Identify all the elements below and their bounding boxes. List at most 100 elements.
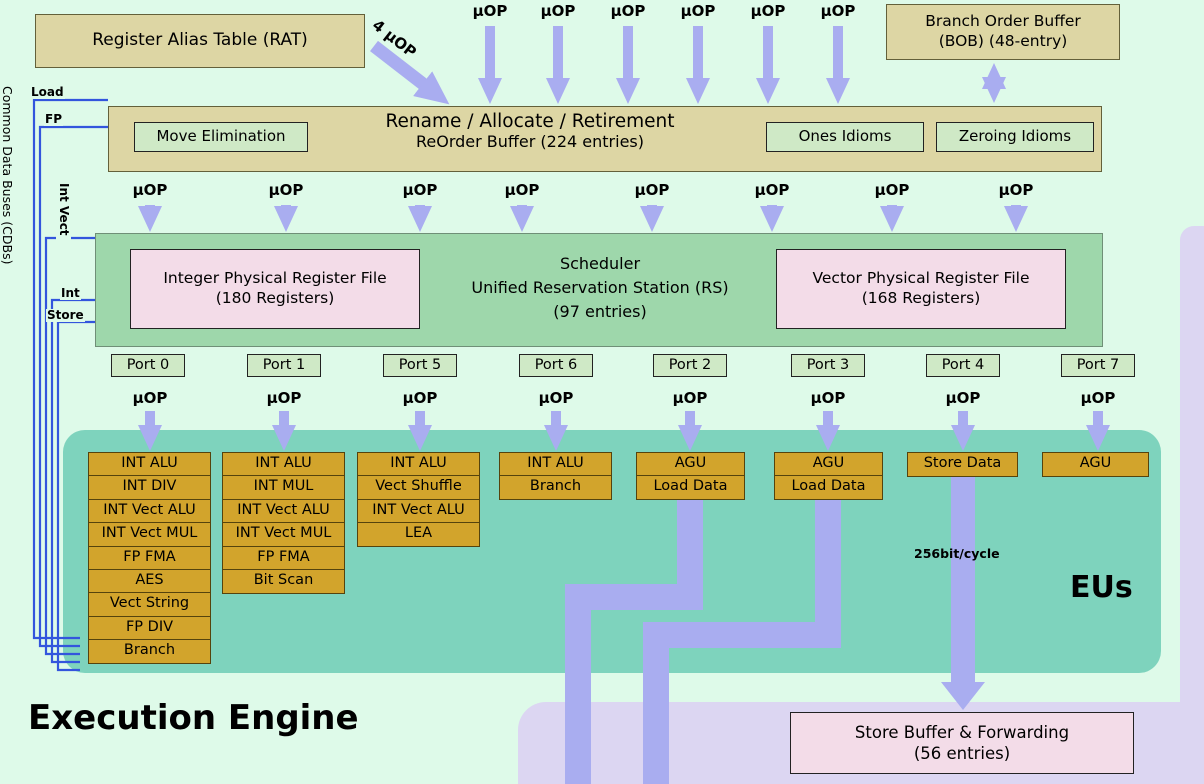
eu-column-port4: Store Data: [907, 452, 1018, 477]
int-prf-line2: (180 Registers): [215, 289, 335, 307]
uop-label-port: μOP: [810, 389, 846, 407]
bus-label-int: Int: [60, 286, 81, 301]
cdb-caption: Common Data Buses (CDBs): [0, 86, 15, 265]
execution-engine-title: Execution Engine: [28, 698, 359, 738]
store-bandwidth-label: 256bit/cycle: [914, 546, 1000, 561]
port-6: Port 6: [519, 354, 593, 377]
uop-label-top: μOP: [610, 2, 646, 20]
eu-column-port7: AGU: [1042, 452, 1149, 477]
eu-column-port2: AGU Load Data: [636, 452, 745, 501]
uop-label-top: μOP: [472, 2, 508, 20]
eu-unit: Store Data: [907, 452, 1018, 477]
port-5: Port 5: [383, 354, 457, 377]
eu-column-port6: INT ALU Branch: [499, 452, 612, 501]
zeroing-idioms-label: Zeroing Idioms: [958, 127, 1072, 146]
int-prf-line1: Integer Physical Register File: [163, 269, 387, 288]
ones-idioms: Ones Idioms: [766, 122, 924, 152]
eu-unit: INT ALU: [88, 452, 211, 477]
vector-physical-register-file: Vector Physical Register File (168 Regis…: [776, 249, 1066, 329]
eus-title: EUs: [1070, 570, 1133, 605]
port-2: Port 2: [653, 354, 727, 377]
rename-line1: Rename / Allocate / Retirement: [385, 111, 675, 132]
rename-title: Rename / Allocate / Retirement ReOrder B…: [300, 111, 760, 151]
bus-fp: [38, 125, 108, 648]
uop-label-dispatch: μOP: [402, 181, 438, 199]
eu-unit: AES: [88, 569, 211, 595]
uop-label-top: μOP: [680, 2, 716, 20]
eu-unit: INT ALU: [357, 452, 480, 477]
eu-unit: FP FMA: [222, 545, 345, 571]
uop-label-port: μOP: [402, 389, 438, 407]
register-alias-table: Register Alias Table (RAT): [35, 14, 365, 68]
zeroing-idioms: Zeroing Idioms: [936, 122, 1094, 152]
common-data-buses: [32, 98, 108, 672]
branch-order-buffer: Branch Order Buffer (BOB) (48-entry): [886, 4, 1120, 60]
bus-label-store: Store: [46, 308, 85, 323]
load-store-paths: [565, 497, 841, 784]
eu-unit: INT Vect MUL: [88, 522, 211, 548]
vec-prf-line2: (168 Registers): [861, 289, 981, 307]
eu-unit: Branch: [499, 475, 612, 501]
port-3: Port 3: [791, 354, 865, 377]
port2-load-path: [565, 497, 703, 784]
eu-unit: INT Vect ALU: [357, 498, 480, 524]
scheduler-title: Scheduler Unified Reservation Station (R…: [430, 252, 770, 324]
uop-label-dispatch: μOP: [874, 181, 910, 199]
eu-unit: LEA: [357, 522, 480, 548]
vec-prf-line1: Vector Physical Register File: [812, 269, 1030, 288]
eu-unit: AGU: [774, 452, 883, 477]
uop-label-port: μOP: [132, 389, 168, 407]
uop-arrows-ports: [138, 411, 1111, 452]
eu-unit: INT DIV: [88, 475, 211, 501]
eu-unit: Vect String: [88, 592, 211, 618]
eu-column-port1: INT ALU INT MUL INT Vect ALU INT Vect MU…: [222, 452, 345, 595]
eu-unit: Bit Scan: [222, 569, 345, 595]
eu-unit: Load Data: [774, 475, 883, 501]
uop-label-dispatch: μOP: [634, 181, 670, 199]
eu-unit: FP FMA: [88, 545, 211, 571]
port-4: Port 4: [926, 354, 1000, 377]
eu-unit: INT MUL: [222, 475, 345, 501]
uop-label-port: μOP: [945, 389, 981, 407]
bob-line1: Branch Order Buffer: [925, 12, 1081, 31]
eu-unit: INT ALU: [499, 452, 612, 477]
uop-label-port: μOP: [1080, 389, 1116, 407]
uop-arrows-dispatch: [138, 205, 1029, 233]
eu-unit: AGU: [1042, 452, 1149, 477]
bus-label-int-vect: Int Vect: [56, 183, 72, 245]
port3-load-path: [643, 497, 841, 784]
bus-label-fp: FP: [44, 112, 63, 127]
scheduler-line3: (97 entries): [553, 302, 647, 321]
store-buffer-line1: Store Buffer & Forwarding: [854, 722, 1070, 742]
scheduler-line2: Unified Reservation Station (RS): [471, 278, 729, 297]
rename-line2: ReOrder Buffer (224 entries): [415, 132, 644, 151]
uop-label-dispatch: μOP: [268, 181, 304, 199]
ones-idioms-label: Ones Idioms: [798, 127, 892, 146]
store-data-path: [941, 476, 985, 710]
uop-label-dispatch: μOP: [132, 181, 168, 199]
rat-rename-arrow: [370, 40, 450, 105]
uop-label-dispatch: μOP: [504, 181, 540, 199]
port-0: Port 0: [111, 354, 185, 377]
eu-unit: INT Vect MUL: [222, 522, 345, 548]
uop-label-dispatch: μOP: [754, 181, 790, 199]
scheduler-line1: Scheduler: [559, 254, 641, 273]
move-elimination: Move Elimination: [134, 122, 308, 152]
eu-unit: FP DIV: [88, 615, 211, 641]
bob-line2: (BOB) (48-entry): [938, 32, 1068, 50]
eu-unit: Branch: [88, 639, 211, 665]
bus-label-load: Load: [30, 85, 65, 100]
uop-label-port: μOP: [538, 389, 574, 407]
rat-label: Register Alias Table (RAT): [92, 30, 308, 51]
uop-label-top: μOP: [750, 2, 786, 20]
store-buffer: Store Buffer & Forwarding (56 entries): [790, 712, 1134, 774]
eu-column-port5: INT ALU Vect Shuffle INT Vect ALU LEA: [357, 452, 480, 548]
uop-label-port: μOP: [266, 389, 302, 407]
uop-label-dispatch: μOP: [998, 181, 1034, 199]
uop-label-top: μOP: [540, 2, 576, 20]
port-7: Port 7: [1061, 354, 1135, 377]
uop-arrows-top: [478, 26, 851, 105]
eu-unit: Vect Shuffle: [357, 475, 480, 501]
eu-unit: INT ALU: [222, 452, 345, 477]
